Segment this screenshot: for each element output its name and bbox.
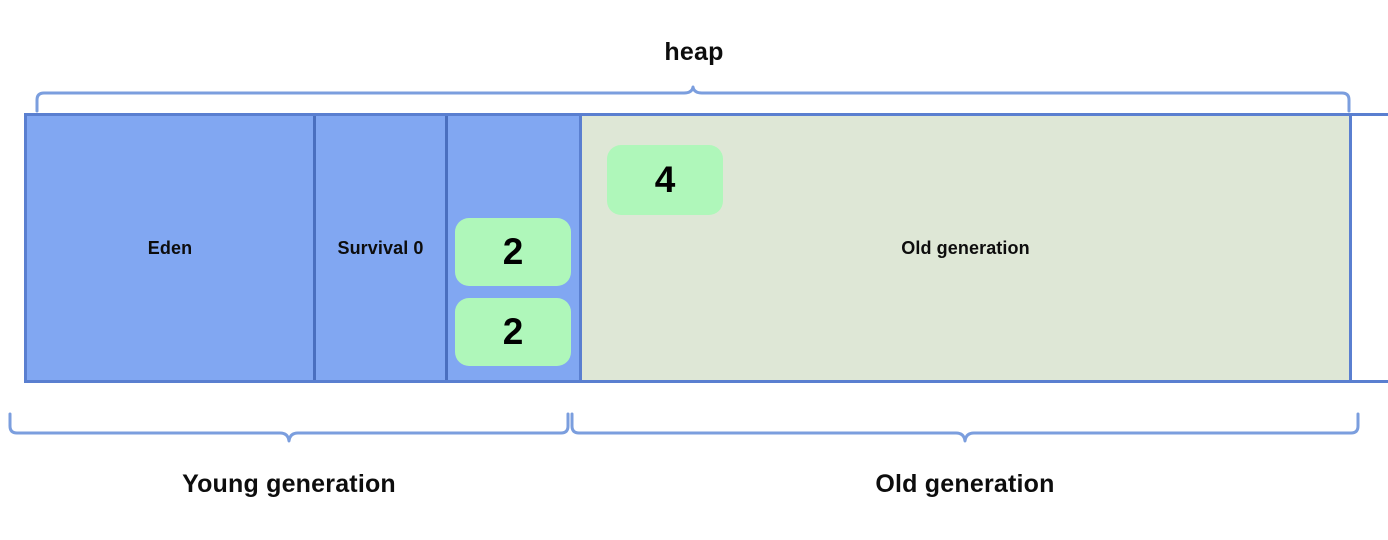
young-generation-label-text: Young generation	[182, 470, 396, 498]
heap-bracket	[35, 85, 1351, 113]
object-chip-2a[interactable]: 2	[455, 218, 571, 286]
old-generation-bottom-label-text: Old generation	[875, 470, 1055, 498]
object-chip-2a-value: 2	[502, 231, 524, 272]
object-chip-2b[interactable]: 2	[455, 298, 571, 366]
heap-bottom-rule	[24, 380, 1388, 383]
heap-title: heap	[0, 38, 1388, 67]
old-generation-bracket	[570, 412, 1360, 444]
segment-eden-label: Eden	[147, 237, 193, 258]
old-generation-bottom-label: Old generation	[570, 470, 1360, 499]
object-chip-2b-value: 2	[502, 311, 524, 352]
young-generation-bracket	[8, 412, 570, 444]
segment-old-generation-label: Old generation	[901, 237, 1030, 258]
object-chip-4-value: 4	[654, 159, 676, 200]
segment-eden[interactable]: Eden	[27, 116, 313, 380]
object-chip-4[interactable]: 4	[607, 145, 723, 215]
heap-bar: Eden Survival 0 Survival 1 Old generatio…	[24, 113, 1352, 383]
young-generation-label: Young generation	[8, 470, 570, 499]
segment-survivor-0-label: Survival 0	[337, 237, 424, 258]
segment-survivor-0[interactable]: Survival 0	[313, 116, 445, 380]
heap-title-text: heap	[664, 38, 724, 66]
